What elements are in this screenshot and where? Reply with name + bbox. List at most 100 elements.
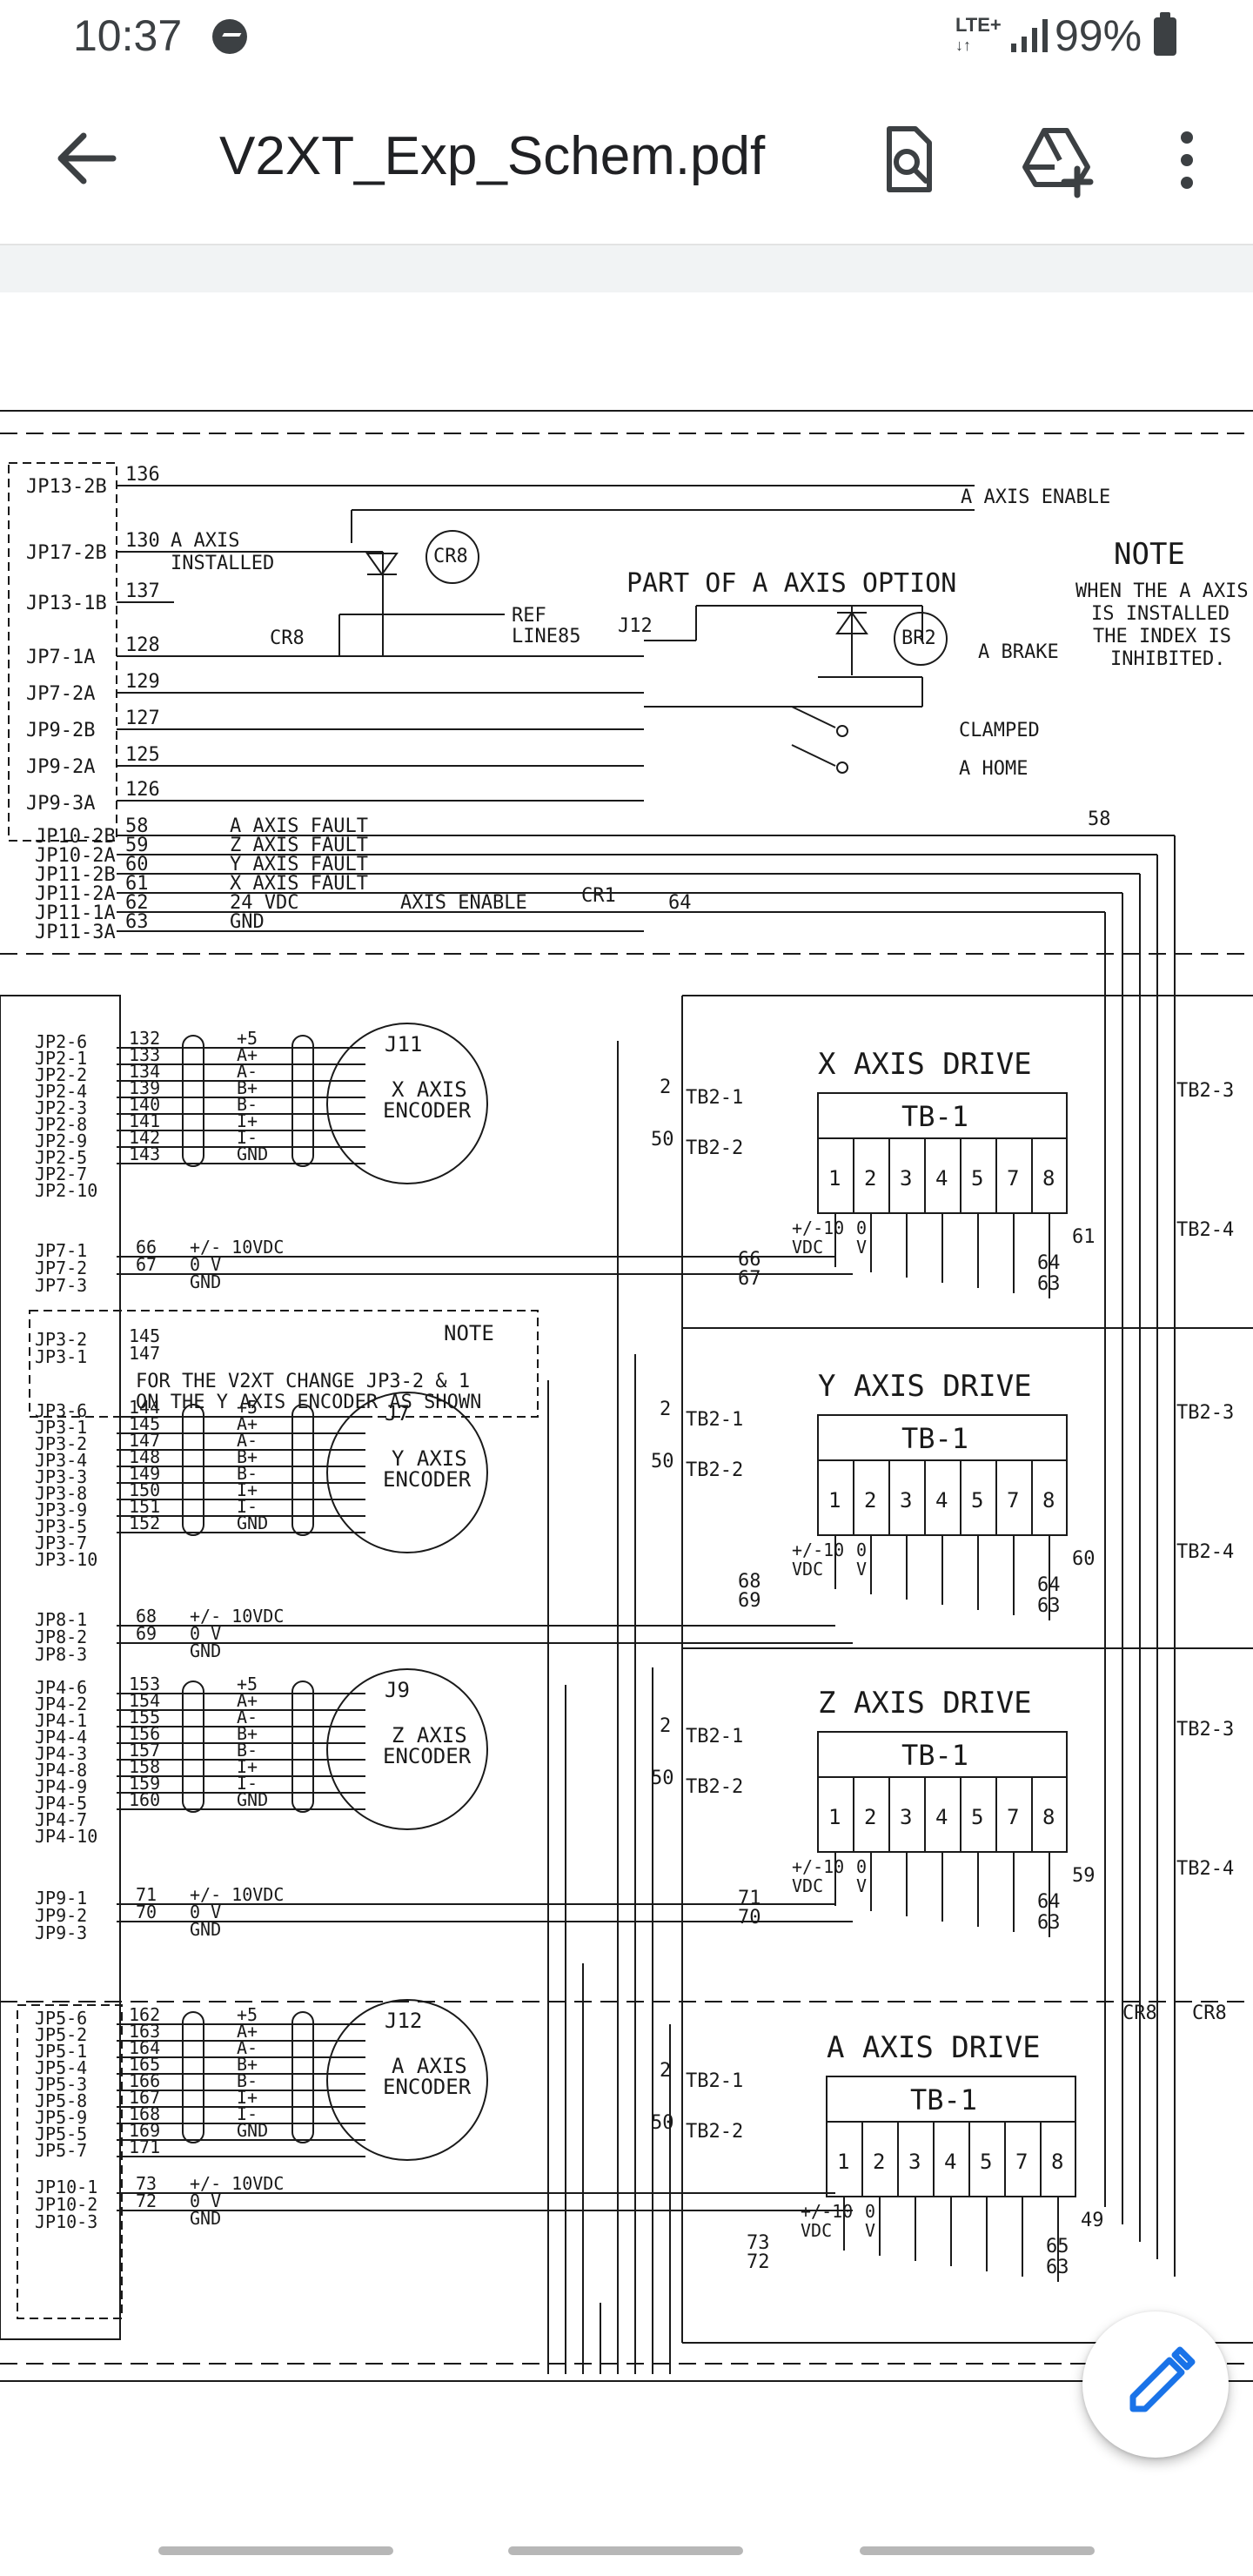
encoder-signal-label: B+ xyxy=(237,1723,258,1744)
tb1-pin: 8 xyxy=(1042,1805,1055,1829)
tb1-pin: 5 xyxy=(971,1166,983,1191)
jp3-label: JP3-2 xyxy=(35,1329,87,1350)
encoder-pin-label: JP4-8 xyxy=(35,1760,87,1781)
encoder-wire-number: 168 xyxy=(129,2103,160,2124)
svg-text:X AXIS FAULT: X AXIS FAULT xyxy=(230,873,368,895)
find-in-page-icon[interactable] xyxy=(870,122,947,198)
encoder-wire-number: 153 xyxy=(129,1674,160,1694)
encoder-pin-label: JP5-7 xyxy=(35,2140,87,2161)
power-wire-number: 68 xyxy=(136,1606,157,1627)
encoder-pin-label: JP3-1 xyxy=(35,1417,87,1438)
encoder-wire-number: 144 xyxy=(129,1397,160,1418)
jp3-wire: 145 xyxy=(129,1325,160,1346)
encoder-circle xyxy=(326,1023,488,1184)
encoder-signal-label: I+ xyxy=(237,1756,258,1777)
drive-title: Y AXIS DRIVE xyxy=(818,1369,1032,1404)
nav-home-pill[interactable] xyxy=(508,2546,743,2555)
vdc-label: VDC xyxy=(792,1559,823,1580)
wire-number: 64 xyxy=(1037,1891,1061,1913)
encoder-wire-number: 132 xyxy=(129,1028,160,1049)
svg-text:A AXIS FAULT: A AXIS FAULT xyxy=(230,815,368,837)
nav-recents-pill[interactable] xyxy=(158,2546,393,2555)
system-nav-bar xyxy=(0,2538,1253,2576)
encoder-wire-number: 171 xyxy=(129,2137,160,2157)
encoder-wire-number: 151 xyxy=(129,1496,160,1517)
svg-text:JP17-2B: JP17-2B xyxy=(26,542,107,564)
svg-text:LINE85: LINE85 xyxy=(512,626,580,647)
zero-label: V xyxy=(856,1559,867,1580)
more-vert-icon[interactable] xyxy=(1149,122,1225,198)
encoder-pin-label: JP2-4 xyxy=(35,1081,87,1102)
power-pin-label: JP7-3 xyxy=(35,1275,87,1296)
encoder-wire-number: 139 xyxy=(129,1077,160,1098)
svg-text:JP11-3A: JP11-3A xyxy=(35,922,116,943)
encoder-pin-label: JP4-9 xyxy=(35,1776,87,1797)
svg-text:JP11-2A: JP11-2A xyxy=(35,883,116,905)
encoder-pin-label: JP2-1 xyxy=(35,1048,87,1069)
power-pin-label: JP10-2 xyxy=(35,2194,97,2215)
svg-text:127: 127 xyxy=(125,708,160,729)
encoder-signal-label: I- xyxy=(237,2103,258,2124)
wire-number: 2 xyxy=(660,1399,671,1420)
svg-text:CR1: CR1 xyxy=(581,885,616,907)
cr8-label: CR8 xyxy=(1122,2002,1157,2024)
encoder-wire-number: 162 xyxy=(129,2004,160,2025)
encoder-signal-label: A+ xyxy=(237,2021,258,2042)
power-wire-number: 66 xyxy=(136,1237,157,1258)
arrow-back-icon[interactable] xyxy=(52,127,122,190)
tb2-1-label: TB2-1 xyxy=(686,2070,743,2092)
edit-fab-button[interactable] xyxy=(1082,2311,1229,2458)
wire-number: 63 xyxy=(1037,1273,1061,1295)
power-pin-label: JP7-1 xyxy=(35,1240,87,1261)
encoder-circle xyxy=(326,1668,488,1830)
encoder-pin-label: JP2-9 xyxy=(35,1130,87,1151)
wire-number: 65 xyxy=(1046,2236,1069,2257)
power-pin-label: JP8-3 xyxy=(35,1644,87,1665)
tb1-pin: 4 xyxy=(935,1488,948,1513)
tb1-pin: 7 xyxy=(1007,1488,1019,1513)
encoder-wire-number: 150 xyxy=(129,1479,160,1500)
encoder-pin-label: JP3-7 xyxy=(35,1533,87,1553)
encoder-jack: J7 xyxy=(385,1401,410,1426)
app-bar xyxy=(0,84,1253,244)
encoder-signal-label: B+ xyxy=(237,1446,258,1467)
add-to-drive-icon[interactable] xyxy=(1018,122,1095,198)
encoder-signal-label: I+ xyxy=(237,1479,258,1500)
tb1-pin: 8 xyxy=(1051,2150,1063,2174)
tb1-pin: 5 xyxy=(971,1488,983,1513)
nav-back-pill[interactable] xyxy=(860,2546,1095,2555)
power-wire-number: 73 xyxy=(136,2173,157,2194)
encoder-circle xyxy=(326,1999,488,2161)
encoder-pin-label: JP2-8 xyxy=(35,1114,87,1135)
encoder-signal-label: +5 xyxy=(237,1028,258,1049)
encoder-wire-number: 141 xyxy=(129,1110,160,1131)
encoder-signal-label: GND xyxy=(237,1789,268,1810)
tb2-4-label: TB2-4 xyxy=(1176,1219,1234,1241)
encoder-jack: J11 xyxy=(385,1032,422,1057)
y-note-text: FOR THE V2XT CHANGE JP3-2 & 1 xyxy=(136,1371,470,1392)
document-title: V2XT_Exp_Schem.pdf xyxy=(219,126,766,186)
tb1-pin: 7 xyxy=(1007,1805,1019,1829)
encoder-signal-label: GND xyxy=(237,1513,268,1533)
tb1-pin: 5 xyxy=(971,1805,983,1829)
tb2-3-label: TB2-3 xyxy=(1176,1719,1234,1741)
encoder-signal-label: A- xyxy=(237,1430,258,1451)
svg-text:24 VDC: 24 VDC xyxy=(230,892,298,914)
svg-text:125: 125 xyxy=(125,744,160,766)
encoder-wire-number: 147 xyxy=(129,1430,160,1451)
zero-label: V xyxy=(856,1237,867,1258)
tb2-2-label: TB2-2 xyxy=(686,1137,743,1159)
encoder-name: X AXIS xyxy=(392,1077,467,1102)
encoder-pin-label: JP4-2 xyxy=(35,1694,87,1714)
tb1-pin: 3 xyxy=(908,2150,921,2174)
wire-number: 63 xyxy=(1037,1912,1061,1934)
pdf-page-view[interactable]: JP13-2B JP17-2B JP13-1B JP7-1A JP7-2A JP… xyxy=(0,292,1253,2538)
svg-text:AXIS ENABLE: AXIS ENABLE xyxy=(400,892,527,914)
encoder-jack: J9 xyxy=(385,1678,410,1702)
tb1-pin: 8 xyxy=(1042,1166,1055,1191)
encoder-pin-label: JP3-4 xyxy=(35,1450,87,1471)
encoder-wire-number: 152 xyxy=(129,1513,160,1533)
svg-text:INHIBITED.: INHIBITED. xyxy=(1110,648,1225,670)
svg-text:JP10-2A: JP10-2A xyxy=(35,845,116,867)
power-label: +/- 10VDC xyxy=(190,1884,284,1905)
